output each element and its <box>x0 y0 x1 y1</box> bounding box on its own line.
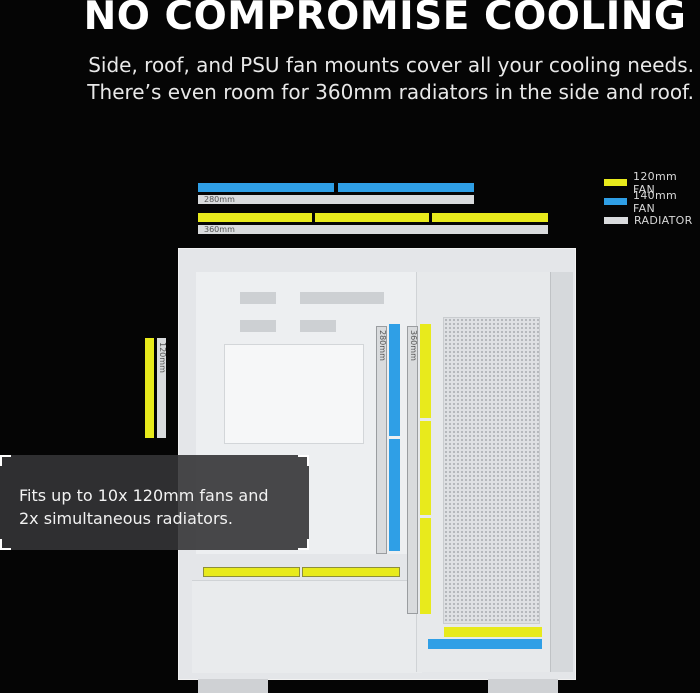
rear-120mm-fan <box>145 338 154 438</box>
side-120mm-fan-2 <box>420 421 431 515</box>
legend-swatch-white <box>604 217 628 224</box>
legend-label: 140mm FAN <box>633 188 677 215</box>
callout-text: Fits up to 10x 120mm fans and 2x simulta… <box>19 484 299 530</box>
side-360mm-label: 360mm <box>409 330 418 361</box>
roof-120mm-fan-1 <box>198 213 312 222</box>
callout-corner-top-left <box>0 455 11 466</box>
shroud-120mm-fan-1 <box>203 567 300 577</box>
side-mesh-panel <box>443 317 540 624</box>
roof-140mm-fan-1 <box>198 183 334 192</box>
subheadline: Side, roof, and PSU fan mounts cover all… <box>14 52 694 106</box>
callout-corner-bottom-left <box>0 539 11 550</box>
roof-140mm-fan-2 <box>338 183 474 192</box>
side-120mm-fan-1 <box>420 324 431 418</box>
legend-item-120mm-fan: 120mm FAN <box>604 170 700 196</box>
bottom-120mm-fan <box>444 627 542 637</box>
psu-shroud <box>192 580 422 673</box>
roof-120mm-fan-2 <box>315 213 429 222</box>
cable-grommet-2 <box>300 292 384 304</box>
case-foot-right <box>488 679 558 693</box>
legend-swatch-yellow <box>604 179 628 186</box>
side-140mm-fan-2 <box>389 439 400 551</box>
headline: NO COMPROMISE COOLING <box>83 0 687 39</box>
subheadline-line-1: Side, roof, and PSU fan mounts cover all… <box>88 53 694 77</box>
rear-120mm-label: 120mm <box>158 342 167 373</box>
shroud-120mm-fan-2 <box>302 567 400 577</box>
rear-120mm-radiator <box>157 338 166 438</box>
roof-280mm-radiator <box>198 195 474 204</box>
side-120mm-fan-3 <box>420 518 431 614</box>
bottom-140mm-fan <box>428 639 542 649</box>
side-280mm-label: 280mm <box>378 330 387 361</box>
legend-item-radiator: RADIATOR <box>604 211 700 230</box>
callout-line-1: Fits up to 10x 120mm fans and <box>19 486 269 505</box>
cable-grommet-4 <box>300 320 336 332</box>
callout-line-2: 2x simultaneous radiators. <box>19 509 233 528</box>
front-panel <box>550 272 573 672</box>
roof-120mm-fan-3 <box>432 213 548 222</box>
legend-swatch-blue <box>604 198 628 205</box>
cable-grommet-1 <box>240 292 276 304</box>
roof-280mm-label: 280mm <box>204 195 235 204</box>
callout-corner-bottom-right <box>298 539 309 550</box>
feature-callout: Fits up to 10x 120mm fans and 2x simulta… <box>0 455 309 550</box>
side-280mm-radiator <box>376 326 387 554</box>
callout-corner-top-right <box>298 455 309 466</box>
roof-360mm-label: 360mm <box>204 225 235 234</box>
case-foot-left <box>198 679 268 693</box>
legend-item-140mm-fan: 140mm FAN <box>604 189 700 215</box>
legend: 120mm FAN 140mm FAN RADIATOR <box>604 170 700 230</box>
legend-label: 120mm FAN <box>633 169 677 196</box>
motherboard-cutout <box>224 344 364 444</box>
cable-grommet-3 <box>240 320 276 332</box>
subheadline-line-2: There’s even room for 360mm radiators in… <box>87 80 694 104</box>
legend-label: RADIATOR <box>634 214 693 227</box>
side-140mm-fan-1 <box>389 324 400 436</box>
side-360mm-radiator <box>407 326 418 614</box>
roof-360mm-radiator <box>198 225 548 234</box>
